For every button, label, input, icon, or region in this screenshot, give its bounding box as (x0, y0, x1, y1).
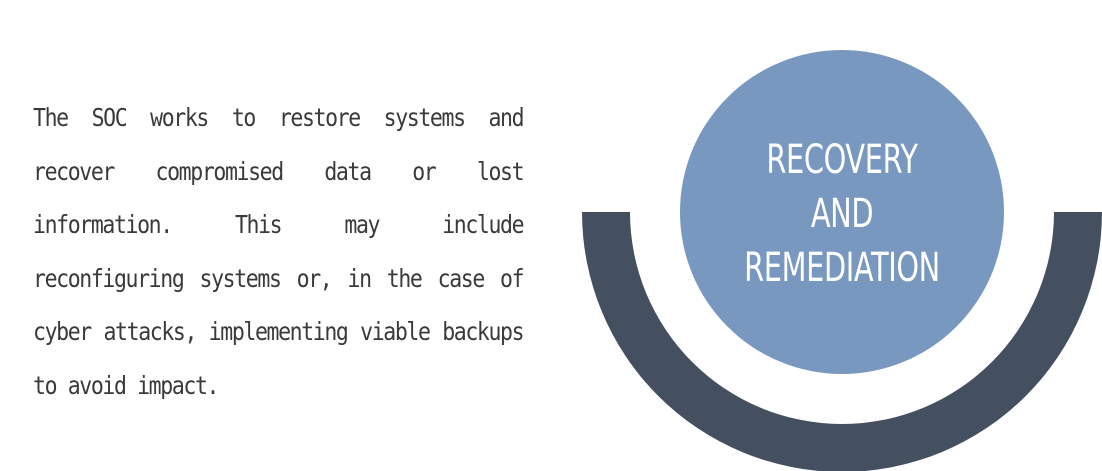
stage-label: RECOVERY AND REMEDIATION (725, 133, 958, 295)
stage-label-line-2: AND (810, 191, 874, 237)
description-block: The SOC works to restore systems and rec… (33, 91, 525, 421)
stage-circle (680, 50, 1004, 374)
stage-label-line-1: RECOVERY (766, 137, 918, 183)
outer-arc (582, 212, 1102, 471)
stage-label-line-3: REMEDIATION (744, 245, 940, 291)
description-text: The SOC works to restore systems and rec… (33, 103, 525, 400)
